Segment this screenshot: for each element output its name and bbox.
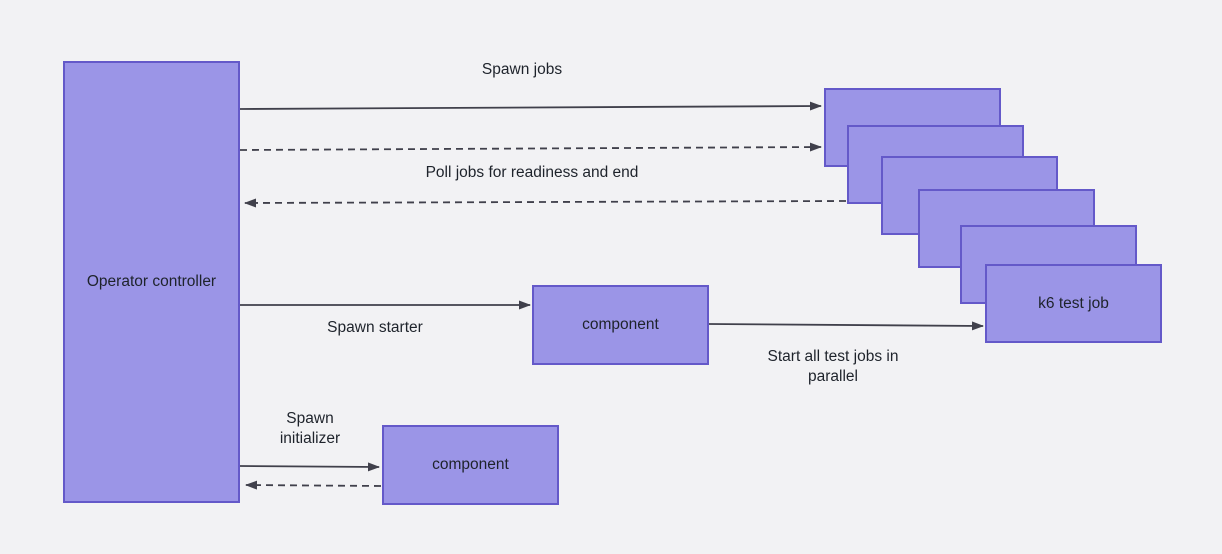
- edge-poll-jobs-request-line: [239, 142, 822, 152]
- node-operator-controller: Operator controller: [63, 61, 240, 503]
- edge-spawn-jobs-line: [239, 101, 822, 111]
- edge-start-all-line: [708, 321, 984, 331]
- node-initializer-component: component: [382, 425, 559, 505]
- edge-label-start-all-test-jobs: Start all test jobs in parallel: [767, 348, 899, 385]
- k6-test-job-label: k6 test job: [1038, 294, 1109, 312]
- edge-label-spawn-jobs: Spawn jobs: [481, 61, 563, 78]
- edge-poll-jobs-response-line: [244, 198, 847, 208]
- edge-initializer-return-line: [245, 480, 382, 490]
- initializer-component-label: component: [432, 456, 509, 473]
- edge-label-spawn-starter: Spawn starter: [327, 319, 423, 336]
- edge-label-poll-jobs: Poll jobs for readiness and end: [425, 164, 639, 181]
- starter-component-label: component: [582, 316, 659, 333]
- edge-label-spawn-initializer: Spawn initializer: [279, 410, 341, 447]
- node-starter-component: component: [532, 285, 709, 365]
- edge-spawn-initializer-line: [239, 462, 380, 472]
- operator-controller-label: Operator controller: [86, 273, 217, 290]
- node-k6-test-job: k6 test job: [985, 264, 1162, 343]
